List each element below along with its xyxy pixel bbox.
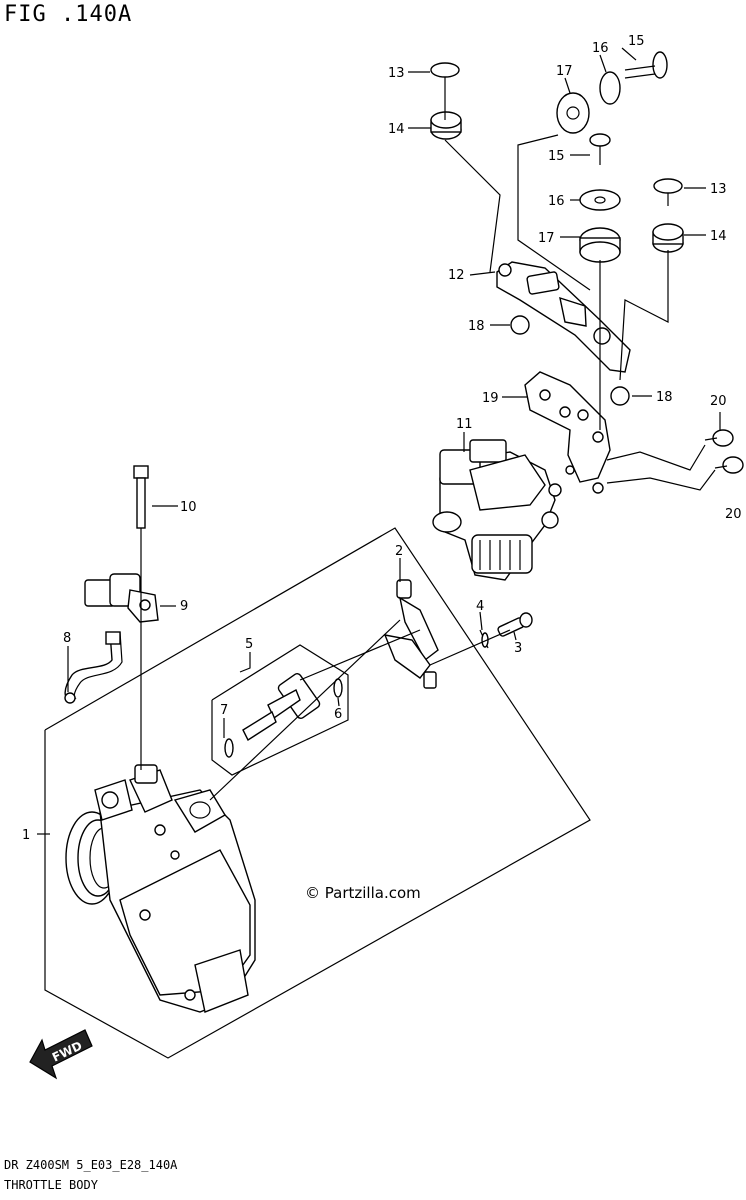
injector-subgroup-outline bbox=[211, 644, 349, 776]
watermark: © Partzilla.com bbox=[305, 884, 421, 902]
bolt-part-15a[interactable] bbox=[624, 51, 668, 79]
bracket-part-12[interactable] bbox=[496, 261, 631, 373]
callout-11[interactable]: 11 bbox=[456, 417, 473, 432]
callout-16a[interactable]: 16 bbox=[592, 41, 609, 56]
bolt-part-13b[interactable] bbox=[653, 178, 683, 206]
hose-part-8[interactable] bbox=[64, 631, 123, 704]
injector-part-5[interactable] bbox=[242, 672, 321, 742]
grommet-part-18a[interactable] bbox=[510, 315, 530, 335]
callout-1[interactable]: 1 bbox=[22, 828, 30, 843]
callout-14a[interactable]: 14 bbox=[388, 122, 405, 137]
damper-part-17b[interactable] bbox=[579, 227, 621, 263]
bolt-part-13a[interactable] bbox=[430, 62, 460, 92]
callout-4[interactable]: 4 bbox=[476, 599, 484, 614]
bolt-part-20a[interactable] bbox=[704, 429, 734, 447]
bolt-part-15b[interactable] bbox=[589, 133, 611, 165]
callout-20a[interactable]: 20 bbox=[710, 394, 727, 409]
damper-part-17a[interactable] bbox=[556, 92, 590, 134]
callout-labels: 1 2 3 4 5 6 7 8 9 10 11 12 13 13 14 14 1… bbox=[22, 34, 742, 843]
callout-19[interactable]: 19 bbox=[482, 391, 499, 406]
washer-part-16b[interactable] bbox=[579, 189, 621, 211]
bracket-part-19[interactable] bbox=[524, 371, 611, 494]
fwd-direction-arrow: FWD bbox=[29, 1029, 93, 1080]
callout-20b[interactable]: 20 bbox=[725, 507, 742, 522]
section-name: THROTTLE BODY bbox=[4, 1178, 98, 1192]
throttle-position-sensor-assembly[interactable] bbox=[432, 439, 562, 581]
screw-part-3[interactable] bbox=[497, 612, 533, 637]
callout-13a[interactable]: 13 bbox=[388, 66, 405, 81]
callout-8[interactable]: 8 bbox=[63, 631, 71, 646]
callout-17b[interactable]: 17 bbox=[538, 231, 555, 246]
grommet-part-18b[interactable] bbox=[610, 386, 630, 406]
o-ring-part-7[interactable] bbox=[224, 738, 234, 758]
callout-17a[interactable]: 17 bbox=[556, 64, 573, 79]
callout-7[interactable]: 7 bbox=[220, 703, 228, 718]
grommet-part-14a[interactable] bbox=[430, 111, 462, 140]
figure-title: FIG .140A bbox=[4, 2, 133, 27]
washer-part-16a[interactable] bbox=[599, 71, 621, 105]
throttle-body-part[interactable] bbox=[65, 764, 256, 1013]
callout-15a[interactable]: 15 bbox=[628, 34, 645, 49]
callout-10[interactable]: 10 bbox=[180, 500, 197, 515]
grommet-part-14b[interactable] bbox=[652, 223, 684, 253]
callout-2[interactable]: 2 bbox=[395, 544, 403, 559]
callout-14b[interactable]: 14 bbox=[710, 229, 727, 244]
o-ring-part-4[interactable] bbox=[479, 629, 489, 649]
callout-16b[interactable]: 16 bbox=[548, 194, 565, 209]
callout-18b[interactable]: 18 bbox=[656, 390, 673, 405]
leader-lines bbox=[37, 47, 721, 835]
sensor-part-9[interactable] bbox=[84, 573, 159, 623]
model-code: DR Z400SM 5_E03_E28_140A bbox=[4, 1158, 178, 1172]
sensor-part-2[interactable] bbox=[383, 579, 439, 689]
callout-5[interactable]: 5 bbox=[245, 637, 253, 652]
callout-6[interactable]: 6 bbox=[334, 707, 342, 722]
callout-3[interactable]: 3 bbox=[514, 641, 522, 656]
bolt-part-20b[interactable] bbox=[714, 456, 744, 474]
callout-9[interactable]: 9 bbox=[180, 599, 188, 614]
callout-13b[interactable]: 13 bbox=[710, 182, 727, 197]
assembly-outline bbox=[44, 527, 591, 1059]
bolt-part-10[interactable] bbox=[133, 465, 149, 529]
callout-12[interactable]: 12 bbox=[448, 268, 465, 283]
callout-18a[interactable]: 18 bbox=[468, 319, 485, 334]
callout-15b[interactable]: 15 bbox=[548, 149, 565, 164]
